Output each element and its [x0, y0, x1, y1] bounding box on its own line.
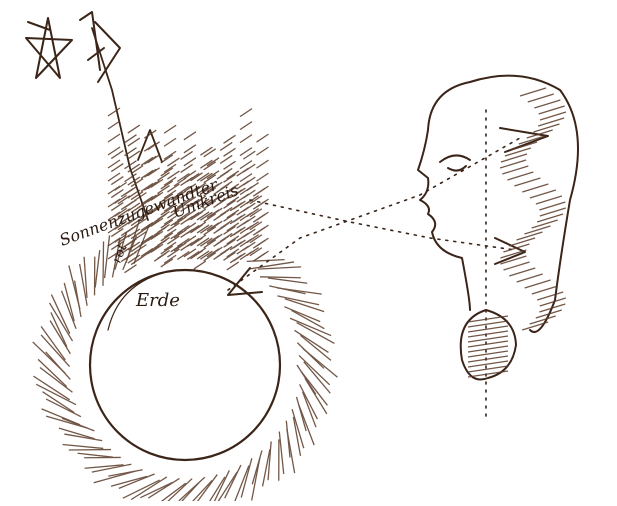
- rune-sign-icon: [80, 12, 120, 82]
- label-erde: Erde: [135, 290, 180, 311]
- dotted-line-earth-to-head-upper: [228, 138, 520, 290]
- heart-shape: [461, 310, 516, 380]
- arrowhead-upper: [500, 128, 548, 152]
- hair-hatching: [500, 88, 566, 330]
- sun-ray-line: [92, 28, 162, 220]
- earth-aura-hatching: [33, 220, 338, 501]
- star-pentagram-icon: [26, 18, 72, 78]
- dotted-line-head-to-earth-lower: [250, 200, 515, 250]
- head-profile: [418, 76, 578, 332]
- earth-circle: [90, 270, 280, 460]
